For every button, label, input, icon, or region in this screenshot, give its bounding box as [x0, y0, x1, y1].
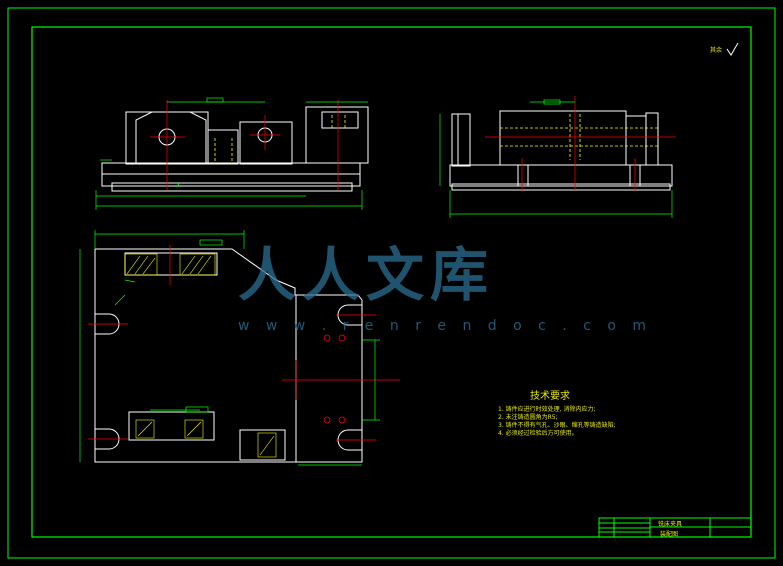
front-view [101, 106, 369, 192]
front-view-dimensions [95, 97, 368, 210]
watermark-logo: 人人文库 [238, 241, 495, 309]
outer-frame [7, 7, 776, 559]
watermark-url: w w w . r e n r e n d o c . c o m [238, 318, 652, 334]
front-view-hidden [214, 115, 346, 164]
technical-requirements-list: 1. 铸件应进行时效处理, 消除内应力; 2. 未注铸造圆角为R5; 3. 铸件… [498, 406, 616, 438]
inner-frame [31, 26, 752, 538]
title-block-drawing-label: 装配图 [660, 531, 679, 538]
technical-requirements-title: 技术要求 [530, 391, 570, 402]
side-view-dimensions [439, 99, 673, 218]
side-view-centerlines [485, 96, 676, 192]
requirement-item: 1. 铸件应进行时效处理, 消除内应力; [498, 406, 596, 413]
requirement-item: 3. 铸件不得有气孔、沙眼、缩孔等铸造缺陷; [498, 422, 616, 429]
front-view-centerlines [150, 100, 339, 190]
surface-roughness-icon [726, 42, 739, 56]
requirement-item: 4. 必须经过检验后方可使用。 [498, 430, 578, 437]
plan-view-holes [323, 334, 346, 424]
surface-roughness-label: 其余 [710, 47, 723, 54]
requirement-item: 2. 未注铸造圆角为R5; [498, 414, 558, 421]
plan-view-dimensions [79, 230, 380, 466]
plan-view-hatching [124, 253, 277, 458]
side-view [449, 110, 673, 191]
title-block-name: 铣床夹具 [658, 521, 683, 528]
title-block [598, 517, 752, 538]
plan-view-centerlines [88, 245, 400, 441]
